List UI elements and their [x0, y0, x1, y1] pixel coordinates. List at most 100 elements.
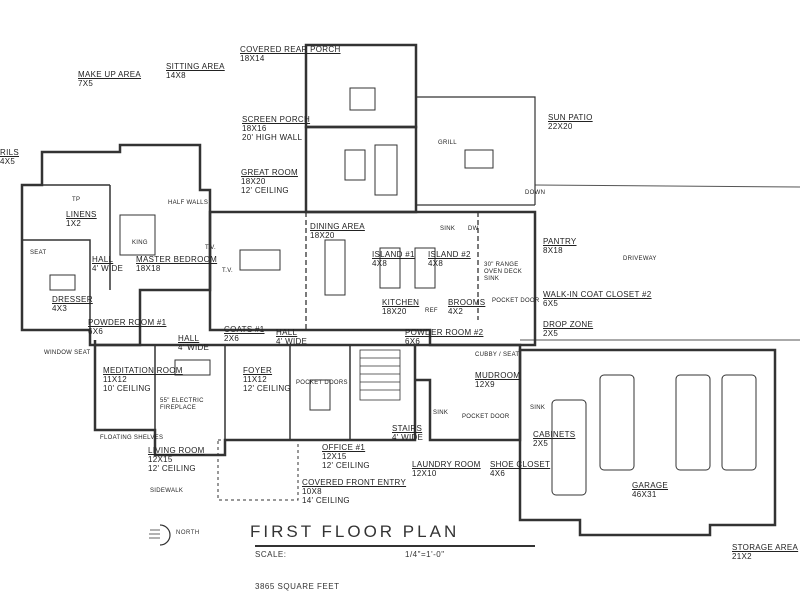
room-name: KITCHEN: [382, 298, 420, 307]
room-name: LAUNDRY ROOM: [412, 460, 481, 469]
room-dims: 4X8: [428, 259, 444, 268]
note-pocket-door: POCKET DOOR: [492, 298, 540, 304]
note-sink-laundry: SINK: [433, 410, 449, 416]
note-sink-garage: SINK: [530, 405, 546, 411]
room-dims: 12X15: [148, 455, 173, 464]
room-name: MASTER BEDROOM: [136, 255, 218, 264]
room-note: 12' CEILING: [148, 464, 196, 473]
room-dims: 22X20: [548, 122, 573, 131]
room-dims: 21X2: [732, 552, 752, 561]
room-name: LIVING ROOM: [148, 446, 205, 455]
note-cubby-seat: CUBBY / SEAT: [475, 352, 520, 358]
front-rooms-walls: [93, 340, 417, 457]
furniture: [49, 87, 494, 411]
room-name: COVERED FRONT ENTRY: [302, 478, 407, 487]
north-label: NORTH: [176, 530, 200, 536]
garage-walls: [518, 348, 777, 537]
room-dims: 4X5: [0, 157, 16, 166]
room-dims: 18X20: [241, 177, 266, 186]
room-dims: 46X31: [632, 490, 657, 499]
room-dims: 12X9: [475, 380, 495, 389]
note-pocket-doors: POCKET DOORS: [296, 380, 348, 386]
room-name: STORAGE AREA: [732, 543, 799, 552]
room-dims: 2X5: [533, 439, 549, 448]
room-dims: 12X15: [322, 452, 347, 461]
room-name: SUN PATIO: [548, 113, 593, 122]
cars: [551, 374, 757, 496]
note-grill: GRILL: [438, 140, 457, 146]
room-dims: 4' WIDE: [276, 337, 308, 346]
note-driveway: DRIVEWAY: [623, 256, 657, 262]
room-name: MAKE UP AREA: [78, 70, 142, 79]
note-window-seat: WINDOW SEAT: [44, 350, 91, 356]
room-note: 14' CEILING: [302, 496, 350, 505]
room-note: 12' CEILING: [322, 461, 370, 470]
note-pocket-door2: POCKET DOOR: [462, 414, 510, 420]
room-dims: 14X8: [166, 71, 186, 80]
room-dims: 11X12: [103, 375, 128, 384]
room-dims: 6X6: [405, 337, 421, 346]
note-tp: TP: [72, 197, 81, 203]
room-note: 10' CEILING: [103, 384, 151, 393]
room-name: COATS #1: [224, 325, 265, 334]
room-dims: 18X14: [240, 54, 265, 63]
note-seat: SEAT: [30, 250, 47, 256]
room-name: ISLAND #2: [428, 250, 471, 259]
room-note: 12' CEILING: [241, 186, 289, 195]
room-name: RILS: [0, 148, 19, 157]
room-name: ISLAND #1: [372, 250, 415, 259]
note-floating-shelves: FLOATING SHELVES: [100, 435, 164, 441]
room-name: GREAT ROOM: [241, 168, 298, 177]
room-dims: 18X18: [136, 264, 161, 273]
room-name: HALL: [178, 334, 200, 343]
room-name: COVERED REAR PORCH: [240, 45, 341, 54]
room-name: LINENS: [66, 210, 97, 219]
note-tv1: T.V.: [205, 245, 216, 251]
room-dims: 12X10: [412, 469, 437, 478]
room-name: MEDITATION ROOM: [103, 366, 183, 375]
room-dims: 2X5: [543, 329, 559, 338]
note-half-walls: HALF WALLS: [168, 200, 209, 206]
plan-title: FIRST FLOOR PLAN: [250, 522, 460, 541]
room-dims: 18X20: [310, 231, 335, 240]
room-dims: 7X5: [78, 79, 94, 88]
square-feet: 3865 SQUARE FEET: [255, 582, 340, 591]
room-dims: 4X6: [490, 469, 506, 478]
room-name: GARAGE: [632, 481, 669, 490]
room-name: HALL: [276, 328, 298, 337]
room-name: DRESSER: [52, 295, 93, 304]
room-name: STAIRS: [392, 424, 423, 433]
north-arrow-icon: [149, 524, 171, 546]
note-dw: DW: [468, 226, 479, 232]
room-name: CABINETS: [533, 430, 576, 439]
room-name: SCREEN PORCH: [242, 115, 311, 124]
room-name: SITTING AREA: [166, 62, 225, 71]
scale-label: SCALE:: [255, 550, 287, 559]
screen-porch-walls: [304, 125, 418, 214]
room-dims: 4' WIDE: [92, 264, 124, 273]
room-name: MUDROOM: [475, 371, 521, 380]
